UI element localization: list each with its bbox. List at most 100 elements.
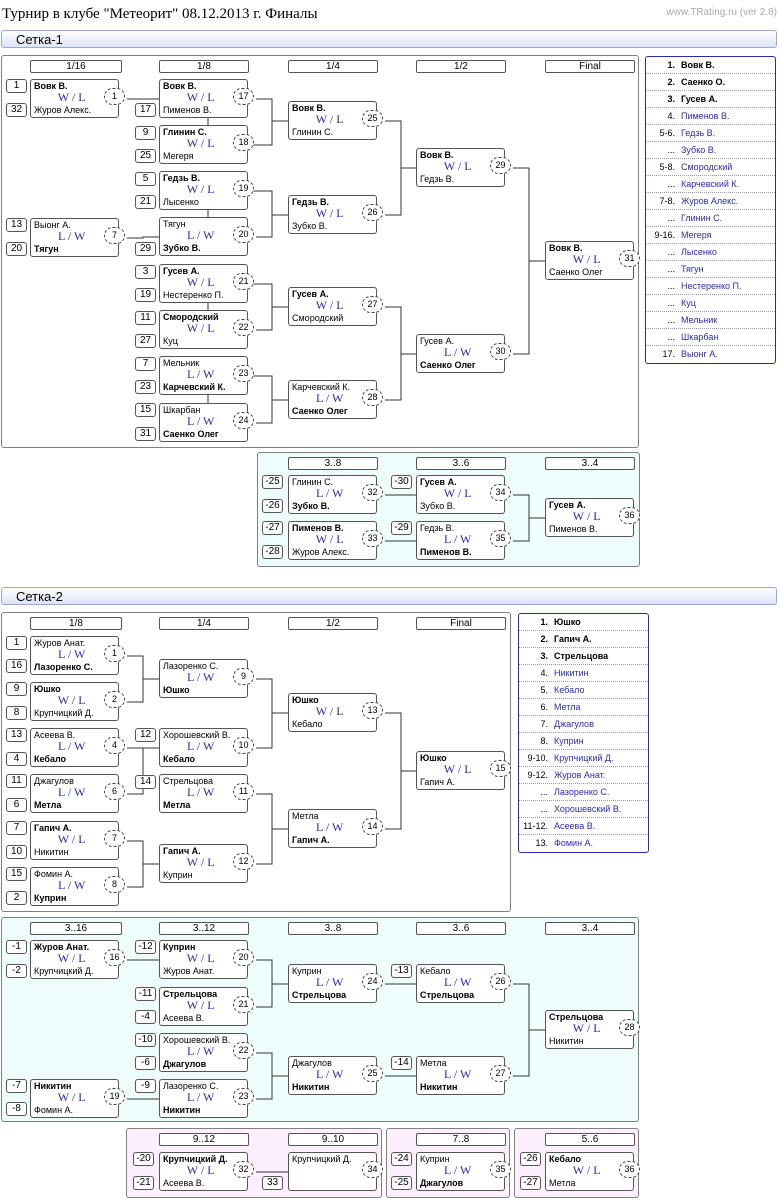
player-top[interactable]: Метла [292, 811, 319, 821]
player-top[interactable]: Вовк В. [292, 103, 326, 113]
player-name-link[interactable]: Глинин С. [681, 213, 723, 223]
player-top[interactable]: Гедзь В. [420, 523, 455, 533]
player-name-link[interactable]: Карчевский К. [681, 179, 740, 189]
standings-row[interactable]: 8.Куприн [519, 733, 648, 750]
player-bottom[interactable]: Джагулов [420, 1178, 464, 1188]
player-name-link[interactable]: Гапич А. [554, 634, 592, 644]
standings-row[interactable]: ...Глинин С. [646, 210, 775, 227]
player-bottom[interactable]: Лысенко [163, 197, 199, 207]
player-top[interactable]: Метла [420, 1058, 447, 1068]
player-bottom[interactable]: Саенко Олег [549, 267, 603, 277]
player-name-link[interactable]: Куприн [554, 736, 584, 746]
player-top[interactable]: Юшко [34, 684, 61, 694]
player-bottom[interactable]: Зубко В. [292, 221, 328, 231]
player-top[interactable]: Выонг А. [34, 220, 71, 230]
player-name-link[interactable]: Гусев А. [681, 94, 718, 104]
player-name-link[interactable]: Мегеря [681, 230, 712, 240]
player-top[interactable]: Гусев А. [549, 500, 586, 510]
player-bottom[interactable]: Пименов В. [549, 524, 598, 534]
player-name-link[interactable]: Пименов В. [681, 111, 730, 121]
player-bottom[interactable]: Пименов В. [163, 105, 212, 115]
player-bottom[interactable]: Гапич А. [292, 835, 330, 845]
player-top[interactable]: Крупчицкий Д. [163, 1154, 228, 1164]
player-top[interactable]: Гусев А. [420, 477, 457, 487]
player-bottom[interactable]: Саенко Олег [163, 429, 219, 439]
player-name-link[interactable]: Фомин А. [554, 838, 594, 848]
player-top[interactable]: Гапич А. [34, 823, 72, 833]
player-top[interactable]: Глинин С. [163, 127, 207, 137]
standings-row[interactable]: 17.Выонг А. [646, 346, 775, 363]
player-bottom[interactable]: Фомин А. [34, 1105, 74, 1115]
player-bottom[interactable]: Никитин [34, 847, 69, 857]
player-top[interactable]: Кебало [549, 1154, 582, 1164]
player-top[interactable]: Юшко [420, 753, 447, 763]
standings-row[interactable]: ...Куц [646, 295, 775, 312]
player-top[interactable]: Гусев А. [292, 289, 329, 299]
player-bottom[interactable]: Асеева В. [163, 1178, 205, 1188]
standings-row[interactable]: 2.Гапич А. [519, 631, 648, 648]
standings-row[interactable]: ...Лазоренко С. [519, 784, 648, 801]
player-top[interactable]: Гусев А. [163, 266, 200, 276]
player-name-link[interactable]: Нестеренко П. [681, 281, 742, 291]
player-bottom[interactable]: Нестеренко П. [163, 290, 224, 300]
standings-row[interactable]: ...Хорошевский В. [519, 801, 648, 818]
player-bottom[interactable]: Кебало [292, 719, 323, 729]
player-bottom[interactable]: Зубко В. [163, 243, 201, 253]
player-top[interactable]: Хорошевский В. [163, 730, 231, 740]
player-bottom[interactable]: Куц [163, 336, 178, 346]
player-name-link[interactable]: Асеева В. [554, 821, 596, 831]
player-top[interactable]: Джагулов [292, 1058, 332, 1068]
player-name-link[interactable]: Хорошевский В. [554, 804, 622, 814]
player-name-link[interactable]: Лысенко [681, 247, 717, 257]
player-bottom[interactable]: Никитин [292, 1082, 330, 1092]
player-name-link[interactable]: Никитин [554, 668, 589, 678]
player-top[interactable]: Куприн [292, 966, 322, 976]
player-bottom[interactable]: Гедзь В. [420, 174, 455, 184]
player-bottom[interactable]: Пименов В. [420, 547, 472, 557]
player-name-link[interactable]: Журов Анат. [554, 770, 606, 780]
player-top[interactable]: Фомин А. [34, 869, 74, 879]
player-bottom[interactable]: Карчевский К. [163, 382, 226, 392]
player-top[interactable]: Крупчицкий Д. [292, 1154, 352, 1164]
player-bottom[interactable]: Стрельцова [292, 990, 347, 1000]
player-name-link[interactable]: Смородский [681, 162, 733, 172]
standings-row[interactable]: 1.Вовк В. [646, 57, 775, 74]
player-top[interactable]: Куприн [420, 1154, 450, 1164]
player-top[interactable]: Хорошевский В. [163, 1035, 231, 1045]
player-top[interactable]: Никитин [34, 1081, 72, 1091]
player-top[interactable]: Куприн [163, 942, 196, 952]
player-bottom[interactable]: Саенко Олег [420, 360, 476, 370]
player-bottom[interactable]: Саенко Олег [292, 406, 348, 416]
standings-row[interactable]: 13.Фомин А. [519, 835, 648, 852]
player-name-link[interactable]: Тягун [681, 264, 704, 274]
standings-row[interactable]: ...Шкарбан [646, 329, 775, 346]
player-bottom[interactable]: Мегеря [163, 151, 194, 161]
player-bottom[interactable]: Журов Алекс. [292, 547, 350, 557]
player-name-link[interactable]: Зубко В. [681, 145, 717, 155]
standings-row[interactable]: 4.Никитин [519, 665, 648, 682]
player-name-link[interactable]: Крупчицкий Д. [554, 753, 614, 763]
